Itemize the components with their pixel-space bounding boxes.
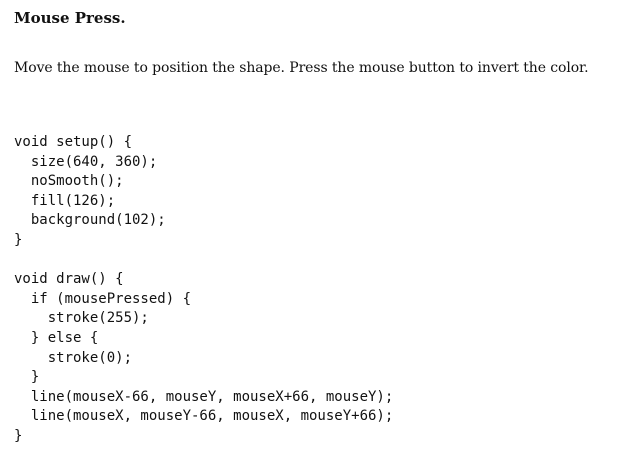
code-line: stroke(255); (14, 310, 149, 327)
code-line: line(mouseX-66, mouseY, mouseX+66, mouse… (14, 388, 394, 405)
code-line: size(640, 360); (14, 153, 158, 170)
code-line: } (14, 369, 40, 386)
code-block: void setup() { size(640, 360); noSmooth(… (14, 133, 393, 447)
code-line: background(102); (14, 212, 166, 229)
code-line: void draw() { (14, 271, 124, 288)
code-line (14, 251, 393, 271)
code-line: } (14, 427, 23, 444)
code-line: } else { (14, 329, 99, 346)
code-line: fill(126); (14, 192, 116, 209)
code-line: noSmooth(); (14, 173, 124, 190)
page-title: Mouse Press. (14, 9, 126, 27)
example-description: Move the mouse to position the shape. Pr… (14, 60, 589, 76)
code-line: void setup() { (14, 134, 133, 150)
code-line: if (mousePressed) { (14, 290, 192, 307)
code-line: } (14, 231, 23, 248)
code-line: line(mouseX, mouseY-66, mouseX, mouseY+6… (14, 408, 394, 425)
code-line: stroke(0); (14, 349, 133, 366)
